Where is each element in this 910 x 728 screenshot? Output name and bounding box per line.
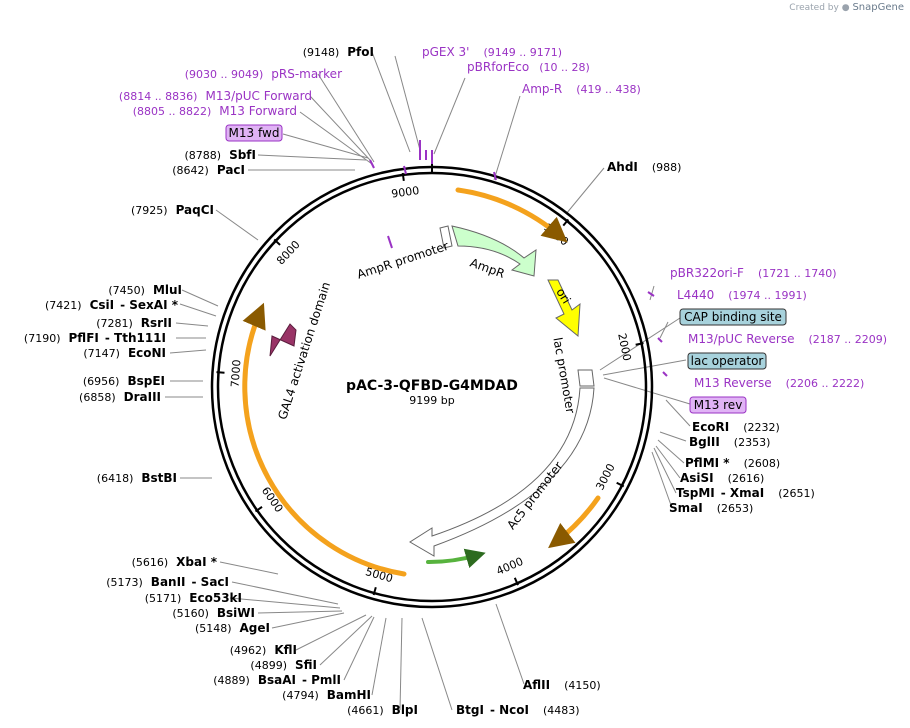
primer-label-m13-reverse: M13 Reverse(2206 .. 2222) <box>694 376 864 390</box>
primer-label-pgex3: pGEX 3'(9149 .. 9171) <box>422 45 562 59</box>
tick-mark <box>273 238 281 246</box>
enzyme-label-pfoi: (9148)PfoI <box>303 45 374 59</box>
feature-arrow-ac5-promoter <box>409 387 595 557</box>
enzyme-label-ahdi: AhdI(988) <box>607 160 681 174</box>
tick-mark <box>372 586 377 596</box>
enzyme-label-ecori: EcoRI(2232) <box>692 420 780 434</box>
feature-box-m13-fwd-label: M13 fwd <box>229 126 280 140</box>
enzyme-label-blpi: (4661)BlpI <box>347 703 418 717</box>
orf-arc-green <box>426 548 486 568</box>
tick-label: 9000 <box>391 184 421 201</box>
enzyme-label-eco53ki: (5171)Eco53kI <box>145 591 242 605</box>
feature-label-gal4: GAL4 activation domain <box>275 280 333 421</box>
feature-box-cap-site-label: CAP binding site <box>684 310 782 324</box>
enzyme-label-bspei: (6956)BspEI <box>83 374 165 388</box>
enzyme-label-btgi: BtgI- NcoI(4483) <box>456 703 580 717</box>
feature-label-ac5-promoter: Ac5 promoter <box>504 459 565 532</box>
enzyme-label-pflfi: (7190)PflFI- Tth111I <box>24 331 166 345</box>
plasmid-size: 9199 bp <box>409 394 454 407</box>
enzyme-label-agei: (5148)AgeI <box>195 621 270 635</box>
tick-mark <box>635 342 644 346</box>
tick-label: 2000 <box>615 332 633 362</box>
feature-arrows <box>269 225 595 557</box>
feature-box-m13-rev-label: M13 rev <box>694 398 743 412</box>
orf-arc-qf <box>548 495 601 549</box>
enzyme-label-draiii: (6858)DraIII <box>79 390 161 404</box>
feature-arrow-lac-promoter <box>577 369 595 387</box>
enzyme-label-xbai: (5616)XbaI * <box>132 555 218 569</box>
enzyme-label-banii: (5173)BanII- SacI <box>106 575 229 589</box>
orf-arcs <box>242 187 601 577</box>
tick-mark <box>254 506 263 513</box>
feature-arrow-ampr <box>451 225 537 277</box>
enzyme-label-rsrii: (7281)RsrII <box>96 316 172 330</box>
primer-label-m13-forward: (8805 .. 8822)M13 Forward <box>133 104 297 118</box>
enzyme-label-smai: SmaI(2653) <box>669 501 753 515</box>
tick-label: 4000 <box>494 555 525 578</box>
orf-arc-ampr <box>455 187 568 243</box>
orf-arc-gal4 <box>242 302 407 577</box>
credit-prefix: Created by <box>789 3 839 13</box>
primer-label-m13puc-forward: (8814 .. 8836)M13/pUC Forward <box>119 89 312 103</box>
feature-box-lac-operator-label: lac operator <box>691 354 764 368</box>
enzyme-label-econi: (7147)EcoNI <box>83 346 166 360</box>
enzyme-label-sbfi: (8788)SbfI <box>185 148 257 162</box>
tick-mark <box>216 371 225 374</box>
enzyme-label-tspmi: TspMI- XmaI(2651) <box>676 486 815 500</box>
enzyme-label-aflii: AflII(4150) <box>523 678 601 692</box>
primer-marks <box>369 140 668 377</box>
feature-box-m13-fwd: M13 fwd <box>225 124 283 142</box>
enzyme-label-bsiwi: (5160)BsiWI <box>172 606 255 620</box>
tick-mark <box>513 577 519 586</box>
enzyme-label-bstbi: (6418)BstBI <box>97 471 177 485</box>
feature-box-m13-rev: M13 rev <box>689 396 747 414</box>
plasmid-name: pAC-3-QFBD-G4MDAD <box>346 378 518 394</box>
enzyme-label-bglii: BglII(2353) <box>689 435 770 449</box>
primer-label-m13puc-reverse: M13/pUC Reverse(2187 .. 2209) <box>688 332 887 346</box>
primer-label-prs-marker: (9030 .. 9049)pRS-marker <box>185 67 342 81</box>
feature-box-lac-operator: lac operator <box>687 352 767 370</box>
tick-mark <box>401 172 405 182</box>
primer-label-l4440: L4440(1974 .. 1991) <box>677 288 807 302</box>
leader-lines <box>165 51 691 711</box>
enzyme-label-bsaai: (4889)BsaAI- PmlI <box>213 673 341 687</box>
feature-arrow-ori <box>547 279 581 338</box>
credit-brand: SnapGene <box>852 2 904 13</box>
tick-mark <box>616 481 625 488</box>
feature-label-ampr-promoter: AmpR promoter <box>355 239 450 282</box>
feature-arrow-gal4 <box>269 323 297 357</box>
tick-label: 7000 <box>229 359 244 388</box>
feature-box-cap-site: CAP binding site <box>679 308 787 326</box>
enzyme-label-bamhi: (4794)BamHI <box>282 688 371 702</box>
tick-label: 3000 <box>593 462 617 493</box>
enzyme-label-kfli: (4962)KflI <box>230 643 297 657</box>
enzyme-label-pflmi: PflMI *(2608) <box>685 456 780 470</box>
feature-label-lac-promoter: lac promoter <box>550 336 577 414</box>
feature-label-ampr: AmpR <box>468 256 506 281</box>
primer-label-pbr322ori-f: pBR322ori-F(1721 .. 1740) <box>670 266 837 280</box>
primer-label-ampr: Amp-R(419 .. 438) <box>522 82 641 96</box>
enzyme-label-csii: (7421)CsiI- SexAI * <box>45 298 179 312</box>
snapgene-credit: Created by ● SnapGene <box>789 2 904 13</box>
enzyme-label-paqci: (7925)PaqCI <box>131 203 214 217</box>
enzyme-label-paci: (8642)PacI <box>172 163 245 177</box>
enzyme-label-mlui: (7450)MluI <box>108 283 182 297</box>
enzyme-label-sfii: (4899)SfiI <box>250 658 317 672</box>
enzyme-label-asisi: AsiSI(2616) <box>680 471 764 485</box>
snapgene-logo-icon: ● <box>841 3 850 13</box>
primer-label-pbrforeco: pBRforEco(10 .. 28) <box>467 60 590 74</box>
feature-arrow-ampr-promoter <box>439 225 453 249</box>
